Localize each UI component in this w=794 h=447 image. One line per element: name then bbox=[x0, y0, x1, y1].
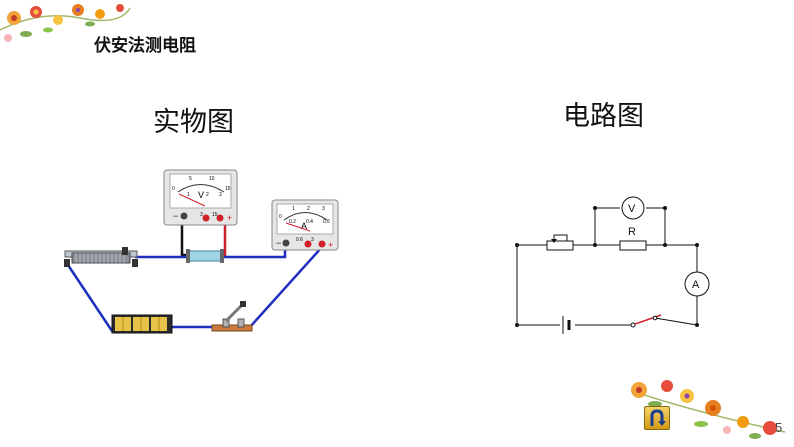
svg-text:+: + bbox=[328, 240, 333, 250]
voltmeter-device: 5 10 0 15 1 2 3 V − 3 15 + bbox=[163, 169, 238, 226]
test-resistor-device bbox=[186, 249, 224, 263]
voltmeter-terminal-3: 3 bbox=[200, 212, 203, 218]
u-turn-arrow-icon bbox=[650, 409, 666, 426]
voltmeter-scale-left: 0 bbox=[172, 186, 175, 192]
voltmeter-symbol bbox=[621, 196, 645, 220]
voltmeter-scale-right: 15 bbox=[225, 186, 231, 192]
svg-text:−: − bbox=[276, 238, 281, 248]
ammeter-symbol bbox=[684, 271, 710, 297]
voltmeter-scale-top-1: 5 bbox=[189, 176, 192, 182]
rheostat-symbol bbox=[546, 240, 574, 251]
rheostat-device bbox=[64, 247, 138, 267]
physical-circuit-diagram: 5 10 0 15 1 2 3 V − 3 15 + 1 2 3 0 0.2 0… bbox=[64, 169, 339, 334]
voltmeter-scale-top-2: 10 bbox=[209, 176, 215, 182]
flower-decoration-top bbox=[0, 4, 131, 42]
ammeter-symbol-label: A bbox=[692, 279, 700, 291]
circuit-diagram-label: 电路图 bbox=[563, 101, 644, 132]
voltmeter-scale-bottom-3: 3 bbox=[219, 192, 222, 198]
ammeter-scale-top-3: 3 bbox=[322, 206, 325, 212]
svg-text:−: − bbox=[173, 211, 178, 221]
voltmeter-symbol-label: V bbox=[628, 203, 636, 215]
ammeter-terminal-06: 0.6 bbox=[296, 237, 303, 243]
battery-symbol bbox=[562, 316, 571, 334]
flower-decoration-bottom bbox=[631, 380, 786, 439]
battery-pack-device bbox=[111, 314, 173, 334]
voltmeter-scale-bottom-1: 1 bbox=[187, 192, 190, 198]
slide-title: 伏安法测电阻 bbox=[94, 36, 196, 56]
ammeter-scale-bottom-2: 0.4 bbox=[306, 219, 313, 225]
physical-diagram-label: 实物图 bbox=[153, 107, 234, 138]
ammeter-scale-bottom-3: 0.6 bbox=[323, 219, 330, 225]
svg-text:+: + bbox=[227, 213, 232, 223]
voltmeter-terminal-15: 15 bbox=[212, 212, 218, 218]
voltmeter-unit: V bbox=[198, 190, 204, 200]
switch-symbol bbox=[630, 314, 662, 328]
ammeter-scale-left: 0 bbox=[279, 214, 282, 220]
ammeter-unit: A bbox=[301, 221, 307, 231]
ammeter-scale-top-1: 1 bbox=[292, 206, 295, 212]
schematic-circuit-diagram: R V A bbox=[515, 196, 710, 334]
resistor-symbol bbox=[619, 240, 647, 251]
ammeter-device: 1 2 3 0 0.2 0.4 0.6 A − 0.6 3 + bbox=[271, 199, 339, 251]
knife-switch-device bbox=[211, 301, 253, 332]
ammeter-scale-top-2: 2 bbox=[307, 206, 310, 212]
ammeter-terminal-3: 3 bbox=[311, 237, 314, 243]
return-button[interactable] bbox=[644, 406, 670, 430]
ammeter-scale-bottom-1: 0.2 bbox=[289, 219, 296, 225]
voltmeter-scale-bottom-2: 2 bbox=[206, 192, 209, 198]
resistor-label: R bbox=[628, 226, 636, 238]
page-number: 5 bbox=[775, 420, 783, 435]
